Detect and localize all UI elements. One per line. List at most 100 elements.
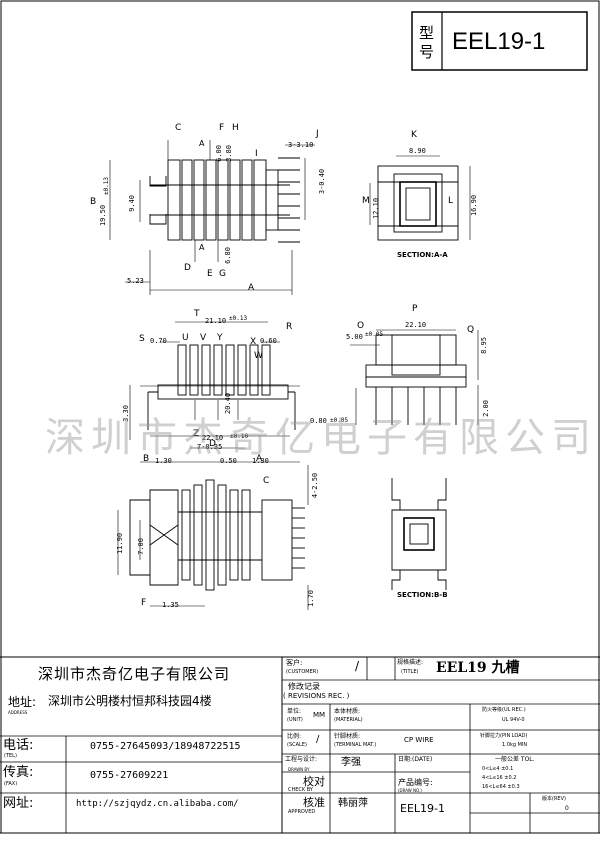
material-label: 本体材质: — [334, 708, 361, 715]
product-sub: (DRAW NO.) — [398, 788, 422, 793]
dim-letter-l: L — [448, 196, 454, 206]
web-value[interactable]: http://szjqydz.cn.alibaba.com/ — [76, 799, 239, 809]
dim-22-10b: 22.10 — [405, 321, 427, 329]
dim-0-70: 0.70 — [150, 337, 167, 345]
dim-letter-a-mid: A — [199, 243, 205, 252]
dim-6-00: 6.00 — [214, 145, 223, 162]
pin-pull-value: 1.0kg MIN — [502, 742, 528, 748]
address-sub: ADDRESS — [8, 710, 28, 715]
dim-letter-v: V — [200, 333, 207, 343]
section-a-a-label: SECTION:A-A — [397, 251, 448, 259]
customer-sub: (CUSTOMER) — [286, 669, 319, 675]
customer-label: 客户: — [286, 659, 303, 667]
dim-3-80: 3.80 — [224, 145, 233, 162]
rev-label: 版本(REV) — [542, 796, 566, 802]
side-view — [129, 321, 300, 440]
dim-letter-c: C — [175, 123, 182, 133]
dim-3-0-40: 3-0.40 — [318, 168, 327, 195]
product-label: 产品编号: — [398, 778, 433, 787]
model-number: EEL19-1 — [452, 28, 546, 55]
dim-letter-d2: D — [209, 439, 216, 449]
ul-label: 防火等级(UL REC.) — [482, 707, 526, 713]
dim-6-80: 6.80 — [223, 247, 232, 264]
dim-letter-h: H — [232, 123, 239, 133]
dim-5-23: 5.23 — [127, 277, 144, 285]
dim-19-50: 19.50 — [99, 204, 108, 227]
dim-letter-g: G — [219, 269, 226, 279]
fax-sub: (FAX) — [4, 781, 18, 787]
dim-letter-c2: C — [263, 476, 270, 486]
check-sub: CHECK BY — [288, 787, 313, 793]
fax-label: 传真: — [3, 765, 34, 780]
title-sub: (TITLE) — [401, 669, 419, 675]
dim-tol-v2c: ±0.10 — [230, 433, 249, 440]
check-label: 校对 — [303, 775, 325, 788]
dim-letter-o: O — [357, 321, 365, 331]
dim-letter-b: B — [90, 197, 97, 207]
tol-header: 一般公差 TOL. — [495, 756, 535, 763]
dim-tol-v2: ±0.13 — [229, 315, 248, 322]
dim-0-50: 0.50 — [220, 457, 237, 465]
tel-value: 0755-27645093/18948722515 — [90, 741, 241, 752]
drawn-sub: DRAWN BY — [288, 767, 310, 772]
dim-letter-j: J — [316, 129, 319, 139]
title-label: 规格描述: — [397, 659, 424, 666]
unit-sub: (UNIT) — [287, 717, 303, 723]
scale-sub: (SCALE) — [287, 742, 307, 748]
dim-letter-s: S — [139, 334, 145, 344]
tol-row-2: 4<L≤16 ±0.2 — [482, 775, 517, 781]
approve-sub: APPROVED — [288, 809, 316, 815]
dim-4-2-50: 4-2.50 — [311, 472, 320, 499]
approve-value: 韩丽萍 — [338, 798, 368, 809]
pin-pull-label: 针脚拉力(PIN LOAD) — [480, 733, 528, 739]
dim-1-70: 1.70 — [306, 590, 315, 607]
dim-22-10: 22.10 — [202, 434, 224, 442]
dim-0-80: 0.80 — [310, 417, 327, 425]
dim-9-40: 9.40 — [127, 195, 136, 212]
design-label: 工程与设计: — [285, 756, 318, 763]
bottom-view — [117, 447, 309, 610]
company-name: 深圳市杰奇亿电子有限公司 — [38, 665, 231, 683]
dim-letter-b2: B — [143, 454, 150, 464]
section-b-b-label: SECTION:B-B — [397, 591, 448, 599]
date-label: 日期:(DATE) — [398, 756, 433, 763]
dim-tol-v1: ±0.13 — [103, 176, 111, 196]
unit-value: MM — [313, 711, 326, 719]
dim-3-10: 3-3.10 — [288, 141, 314, 149]
dim-letter-q: Q — [467, 325, 475, 335]
dim-letter-x: X — [250, 337, 257, 347]
scale-label: 比例: — [287, 733, 302, 740]
dim-1-30b: 1.30 — [252, 457, 269, 465]
tel-label: 电话: — [3, 738, 34, 753]
dim-letter-f2: F — [141, 598, 147, 608]
dim-letter-t: T — [194, 309, 200, 319]
unit-label: 单位: — [287, 708, 302, 715]
dim-letter-m: M — [362, 196, 370, 206]
dim-7-00: 7.00 — [136, 538, 145, 555]
dim-letter-z: Z — [193, 429, 200, 439]
dim-1-35: 1.35 — [162, 601, 179, 609]
dim-letter-p: P — [412, 304, 418, 314]
dim-tol-v3: ±0.05 — [365, 331, 384, 338]
dim-letter-w: W — [254, 351, 263, 361]
material-sub: (MATERIAL) — [334, 717, 363, 723]
revisions-label: 修改记录 — [288, 682, 320, 691]
terminal-label: 针脚材质: — [334, 733, 361, 740]
front-view — [350, 329, 479, 425]
tol-row-1: 0<L≤4 ±0.1 — [482, 766, 514, 772]
model-box — [411, 11, 588, 71]
dim-21-10: 21.10 — [205, 317, 227, 325]
dim-letter-e: E — [207, 269, 213, 279]
dim-0-60: 0.60 — [260, 337, 277, 345]
section-a-a — [369, 155, 471, 241]
terminal-value: CP WIRE — [404, 736, 434, 744]
ul-value: UL 94V-0 — [502, 717, 525, 723]
terminal-sub: (TERMINAL MAT.) — [334, 742, 377, 748]
model-label: 型号 — [419, 24, 435, 61]
dim-letter-a-top: A — [199, 139, 205, 148]
dim-letter-y: Y — [217, 333, 223, 343]
customer-value: / — [355, 659, 360, 673]
dim-letter-i: I — [255, 149, 258, 159]
product-value: EEL19-1 — [400, 802, 445, 815]
